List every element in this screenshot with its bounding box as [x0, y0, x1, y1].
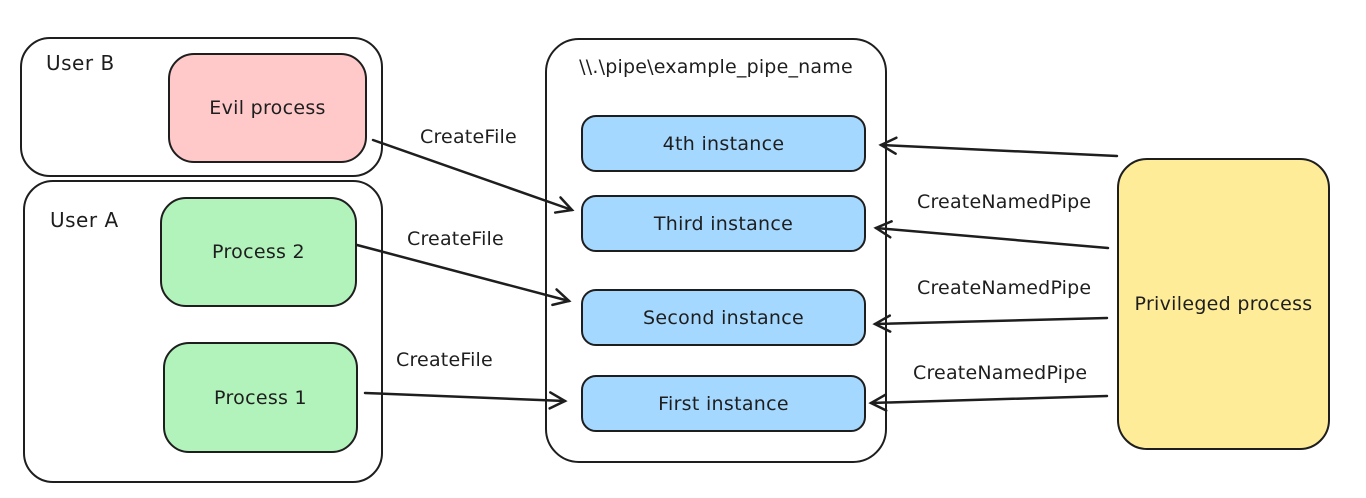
user-a-label: User A: [50, 208, 119, 232]
pipe-instance-first-label: First instance: [658, 392, 789, 415]
arrow-process2-to-second-instance: [355, 243, 572, 307]
pipe-instance-4th: 4th instance: [581, 115, 866, 172]
privileged-process-label: Privileged process: [1134, 293, 1313, 315]
privileged-process-node: Privileged process: [1117, 158, 1330, 450]
pipe-instance-first: First instance: [581, 375, 866, 432]
arrow-evil-to-third-instance: [371, 138, 575, 214]
user-b-label: User B: [46, 51, 115, 75]
pipe-name-title: \\.\pipe\example_pipe_name: [579, 56, 853, 78]
pipe-instance-third: Third instance: [581, 195, 866, 252]
arrow-privileged-to-4th-instance: [878, 136, 1119, 158]
process-1-node: Process 1: [163, 342, 358, 453]
edge-label-createnamedpipe-2: CreateNamedPipe: [917, 277, 1092, 299]
pipe-container: \\.\pipe\example_pipe_name 4th instance …: [545, 38, 887, 463]
edge-label-createfile-evil: CreateFile: [420, 126, 517, 148]
process-2-label: Process 2: [212, 241, 305, 263]
pipe-instance-4th-label: 4th instance: [662, 132, 785, 155]
edge-label-createfile-process2: CreateFile: [407, 228, 504, 250]
arrow-privileged-to-third-instance: [873, 220, 1110, 250]
pipe-instance-second-label: Second instance: [643, 306, 804, 329]
arrow-process1-to-first-instance: [363, 391, 568, 410]
edge-label-createnamedpipe-1: CreateNamedPipe: [917, 191, 1092, 213]
pipe-instance-third-label: Third instance: [653, 212, 794, 235]
arrow-privileged-to-first-instance: [868, 393, 1109, 412]
arrow-privileged-to-second-instance: [872, 314, 1109, 333]
edge-label-createfile-process1: CreateFile: [396, 349, 493, 371]
process-1-label: Process 1: [214, 386, 307, 409]
process-2-node: Process 2: [160, 197, 357, 307]
evil-process-label: Evil process: [209, 97, 326, 119]
evil-process-node: Evil process: [168, 53, 367, 163]
pipe-instance-second: Second instance: [581, 289, 866, 346]
edge-label-createnamedpipe-3: CreateNamedPipe: [913, 362, 1088, 384]
